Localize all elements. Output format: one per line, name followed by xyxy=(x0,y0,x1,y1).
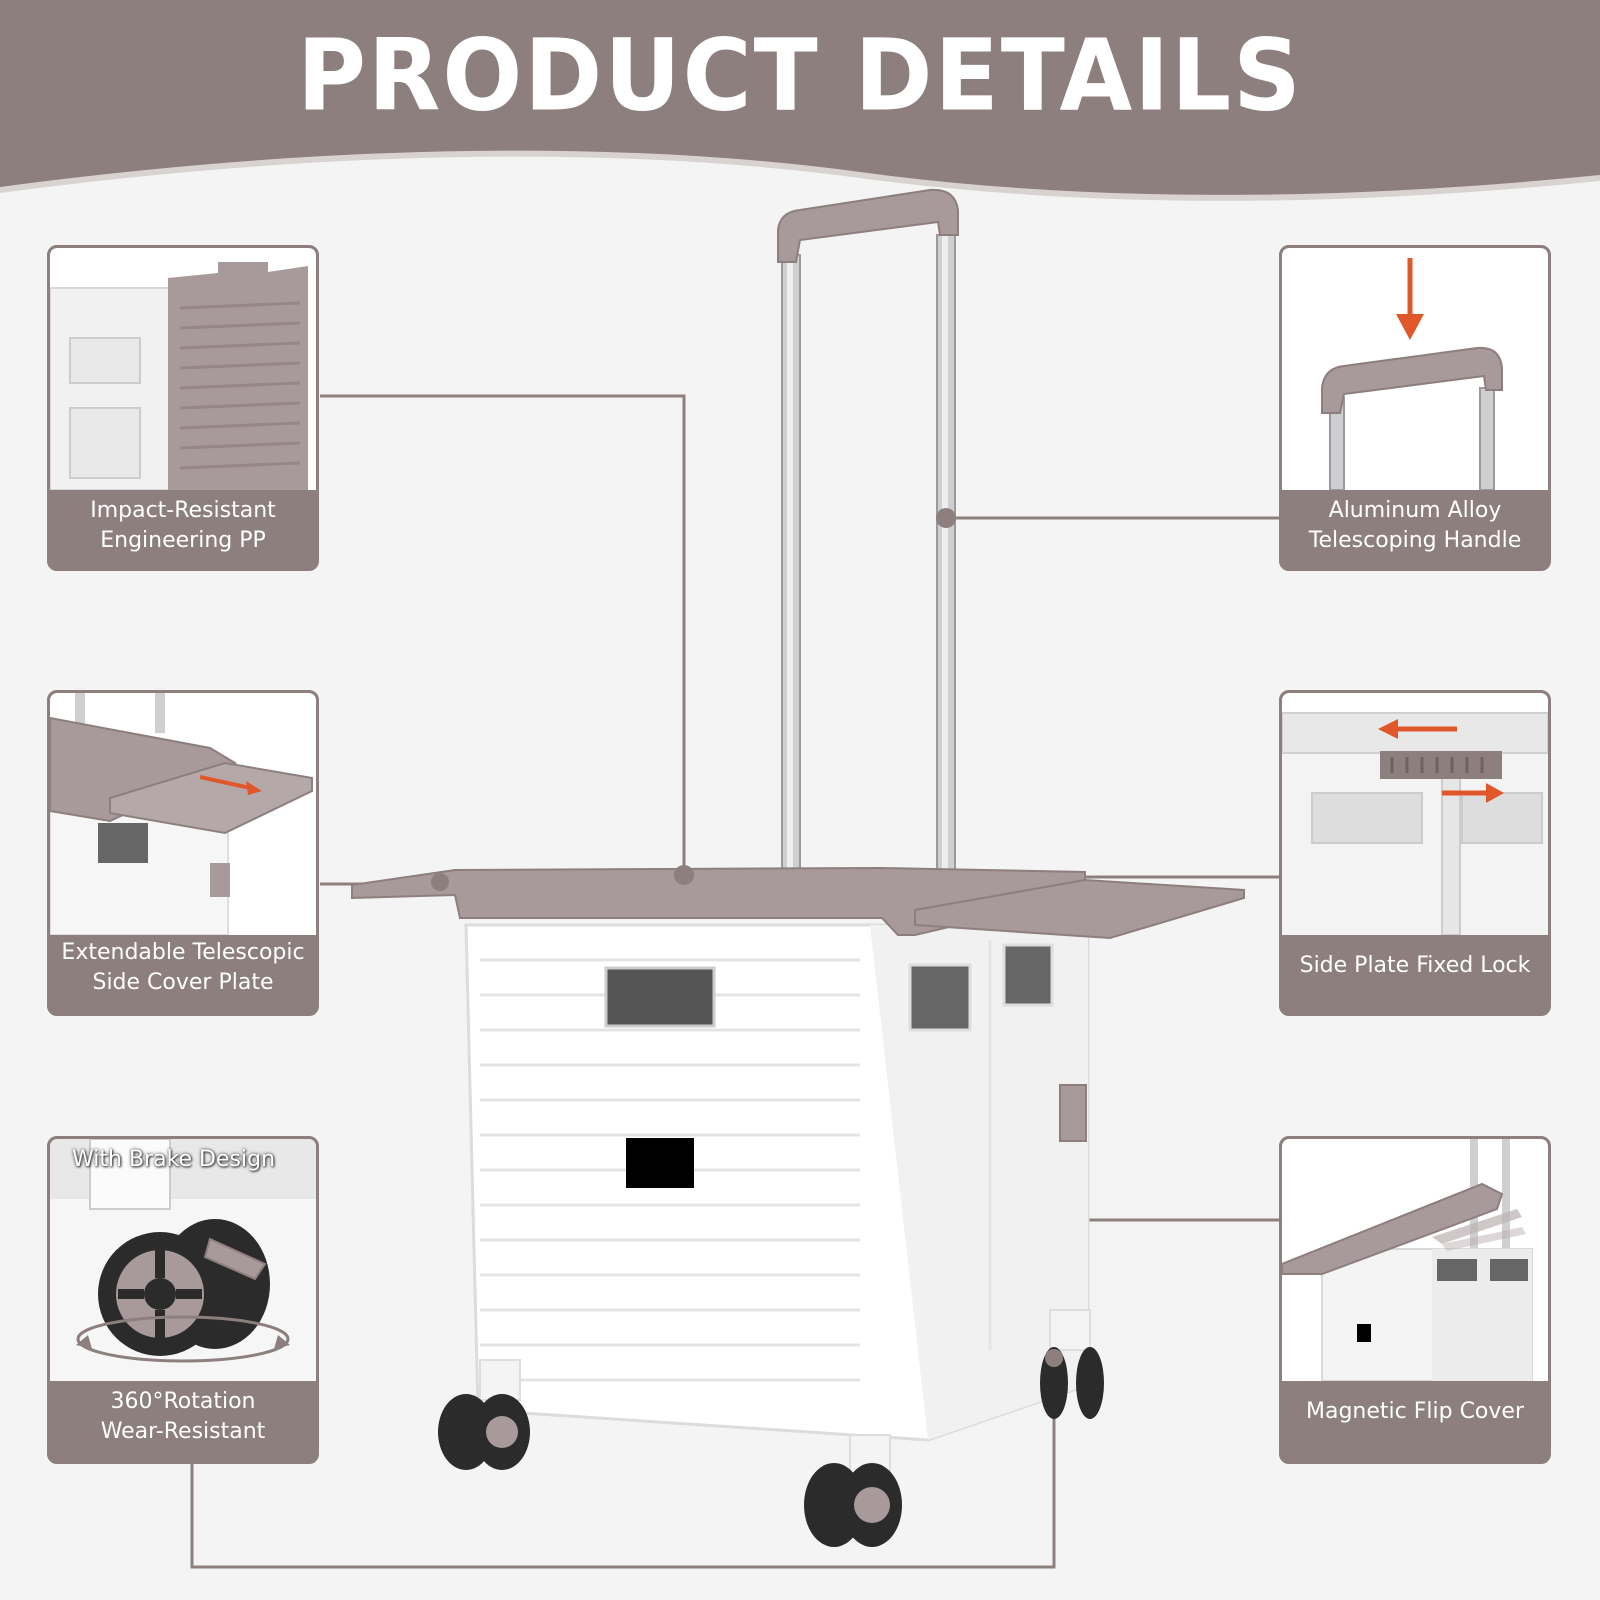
feature-label-line2: Side Cover Plate xyxy=(92,970,274,995)
feature-card-side-plate-lock: Side Plate Fixed Lock xyxy=(1279,690,1551,1016)
feature-label-line2: Wear-Resistant xyxy=(100,1419,266,1444)
feature-label-line1: Aluminum Alloy xyxy=(1328,498,1502,523)
feature-label-line1: Impact-Resistant xyxy=(90,498,276,523)
page-title: PRODUCT DETAILS xyxy=(297,19,1303,134)
feature-card-telescoping-handle: Aluminum Alloy Telescoping Handle xyxy=(1279,245,1551,571)
feature-card-impact-resistant: Impact-Resistant Engineering PP xyxy=(47,245,319,571)
feature-label-line1: Extendable Telescopic xyxy=(61,940,305,965)
feature-label-line2: Engineering PP xyxy=(100,528,266,553)
flip-cover-icon xyxy=(1282,1139,1548,1381)
feature-card-rotation-wheel: With Brake Design 360°Rotation Wear-Resi… xyxy=(47,1136,319,1464)
storage-box-closeup-icon xyxy=(50,248,316,490)
feature-label: Side Plate Fixed Lock xyxy=(1299,953,1531,978)
wheel-with-brake-icon: With Brake Design xyxy=(50,1139,316,1381)
side-plate-lock-icon xyxy=(1282,693,1548,935)
side-plate-extension-icon xyxy=(50,693,316,935)
feature-label-line2: Telescoping Handle xyxy=(1308,528,1522,553)
feature-label: Magnetic Flip Cover xyxy=(1306,1399,1524,1424)
feature-label-line1: 360°Rotation xyxy=(110,1389,256,1414)
header-banner xyxy=(0,0,1600,201)
feature-card-side-cover-plate: Extendable Telescopic Side Cover Plate xyxy=(47,690,319,1016)
telescoping-handle-icon xyxy=(1282,248,1548,490)
brake-design-label: With Brake Design xyxy=(72,1147,276,1172)
feature-card-flip-cover: Magnetic Flip Cover xyxy=(1279,1136,1551,1464)
